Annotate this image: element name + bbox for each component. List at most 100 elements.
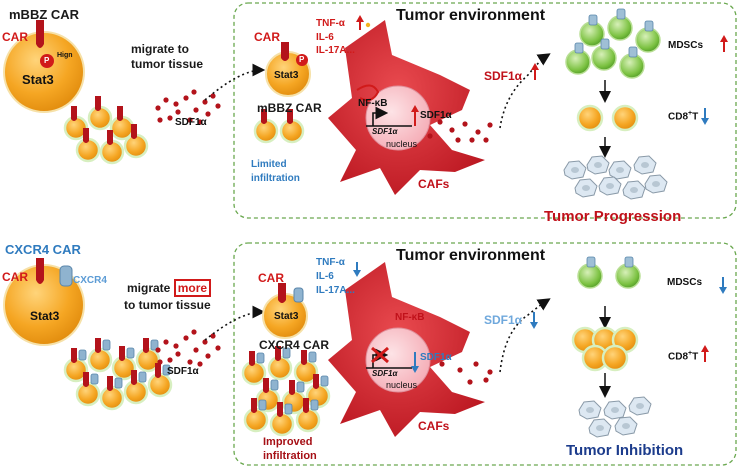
bottom-cytokine-2: IL-6 [316,271,334,282]
car-receptor-icon [281,42,289,61]
sdf1a-dot-icon [193,347,199,353]
sdf1a-dot-icon [197,119,203,125]
cxcr4-receptor-icon [270,379,279,391]
car-receptor-icon [143,338,149,353]
top-nucleus [365,85,431,151]
tumor-cell-icon [588,418,612,438]
cxcr4-receptor-icon [284,403,293,415]
tumor-cell-icon [598,176,622,196]
top-mdscs: MDSCs [668,40,704,51]
cxcr4-receptor-icon [114,377,123,389]
sdf1a-dot-icon [155,105,161,111]
car-receptor-icon [95,96,101,111]
up-arrow-icon [701,345,709,362]
car-receptor-icon [249,351,255,366]
bottom-env-title: Tumor environment [396,247,546,264]
car-receptor-icon [107,130,113,145]
top-cytokine-3: IL-17A... [316,45,355,56]
top-stat3: Stat3 [22,72,54,87]
top-big-car-cell [3,20,85,113]
phospho-p-icon [296,54,308,66]
top-caf-sdf1a-dots [427,119,493,143]
car-receptor-icon [301,350,307,365]
car-receptor-icon [131,370,137,385]
cxcr4-receptor-icon [256,352,265,364]
sdf1a-dot-icon [187,117,193,123]
sdf1a-dot-icon [175,109,181,115]
sdf1a-dot-icon [167,357,173,363]
down-arrow-icon [530,312,538,329]
up-arrow-icon [356,15,364,30]
bottom-nucleus [365,327,431,393]
bottom-cd8-text: CD8 [668,351,689,363]
down-arrow-icon [701,108,709,125]
car-receptor-icon [263,378,269,393]
mdsc-cell-icon [619,46,645,79]
tumor-cell-icon [574,178,598,198]
bottom-car-label: CAR [2,270,28,284]
sdf1a-dot-icon [163,97,169,103]
top-hign-label: Hign [57,52,73,59]
top-sdf1a-dots [155,89,221,125]
tumor-cell-icon [578,400,602,420]
tumor-cell-icon [633,155,657,175]
top-cytokine-1: TNF-α [316,18,345,29]
sdf1a-dot-icon [157,359,163,365]
tumor-cell-icon [622,180,646,200]
top-env-p: P [299,55,305,64]
bottom-cxcr4-label: CXCR4 [73,275,107,286]
car-receptor-icon [289,380,295,395]
bottom-gene-sdf1a: SDF1α [372,369,398,378]
cxcr4-receptor-icon [90,373,99,385]
car-t-cell [87,96,113,131]
car-t-cell [279,109,305,144]
sdf1a-dot-icon [173,343,179,349]
sdf1a-dot-icon [202,99,208,105]
bottom-big-car-cell [3,258,85,346]
top-migration-arrow [204,63,266,101]
car-t-cell [295,398,321,433]
cd8-t-cell [601,344,629,372]
top-nucleus-label: nucleus [386,139,418,149]
cxcr4-receptor-icon [296,381,305,393]
top-car-label: CAR [2,30,28,44]
car-t-cell [293,350,319,385]
car-t-cell [75,372,101,407]
top-infiltration-1: Limited [251,159,287,170]
car-receptor-icon [261,109,267,124]
sdf1a-dot-icon [473,361,479,367]
sdf1a-dot-icon [439,361,445,367]
sdf1a-dot-icon [197,361,203,367]
tumor-cell-icon [628,396,652,416]
sdf1a-dot-icon [215,345,221,351]
sdf1a-dot-icon [469,137,475,143]
top-env-stat3: Stat3 [274,70,299,81]
bottom-more-box: more [173,279,212,297]
car-t-cell [99,376,125,411]
bottom-env-car-cell [262,283,308,339]
car-receptor-icon [71,106,77,121]
mdsc-cell-icon [577,256,603,289]
car-receptor-icon [36,258,44,284]
sdf1a-dot-icon [191,329,197,335]
top-nucleus-sdf1a: SDF1α [420,110,452,121]
car-t-cell [99,130,125,165]
top-tumor-environment-panel [233,2,737,219]
car-receptor-icon [71,348,77,363]
bottom-cd8-sup: + [688,350,693,357]
sdf1a-dot-icon [215,103,221,109]
nfkb-curl-icon [356,84,380,101]
bottom-mdsc-cluster [577,256,641,289]
sdf1a-dot-icon [205,353,211,359]
car-t-cell [75,128,101,163]
top-car-cell-cluster [63,96,149,165]
tumor-cell-icon [614,416,638,436]
bottom-cafs: CAFs [418,419,450,433]
car-receptor-icon [313,374,319,389]
sdf1a-dot-icon [462,121,468,127]
cxcr4-receptor-icon [282,347,291,359]
car-t-cell [123,124,149,159]
tumor-cell-icon [586,155,610,175]
bottom-nfkb: NF-κB [395,312,425,323]
cxcr4-receptor-icon [308,351,317,363]
